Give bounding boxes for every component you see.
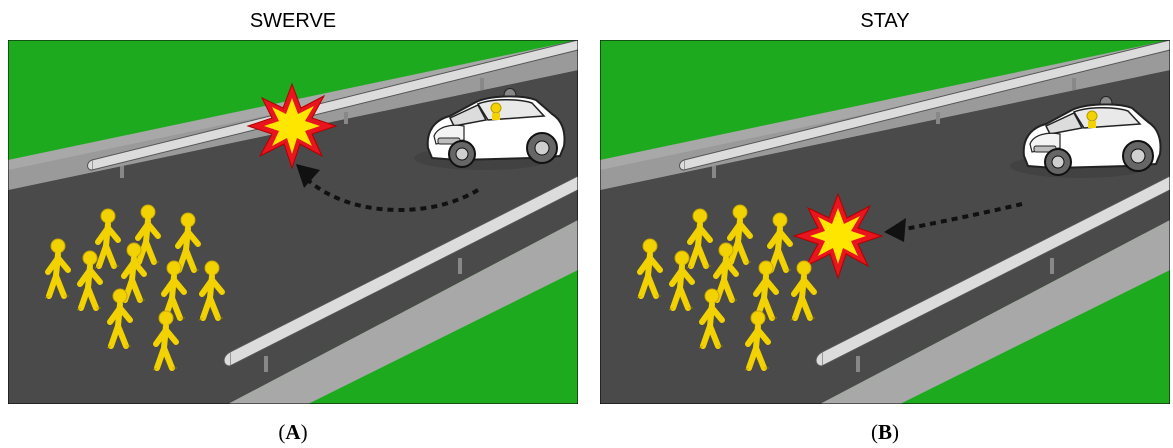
- panel-caption: (A): [8, 420, 578, 445]
- panel-caption: (B): [600, 420, 1170, 445]
- panel-swerve: SWERVE: [8, 0, 578, 448]
- panel-title: SWERVE: [8, 10, 578, 33]
- panel-caption-letter: A: [285, 420, 300, 444]
- scene-illustration: [8, 40, 578, 404]
- panel-stay: STAY: [600, 0, 1170, 448]
- panel-caption-letter: B: [878, 420, 892, 444]
- panel-title: STAY: [600, 10, 1170, 33]
- scene-illustration: [600, 40, 1170, 404]
